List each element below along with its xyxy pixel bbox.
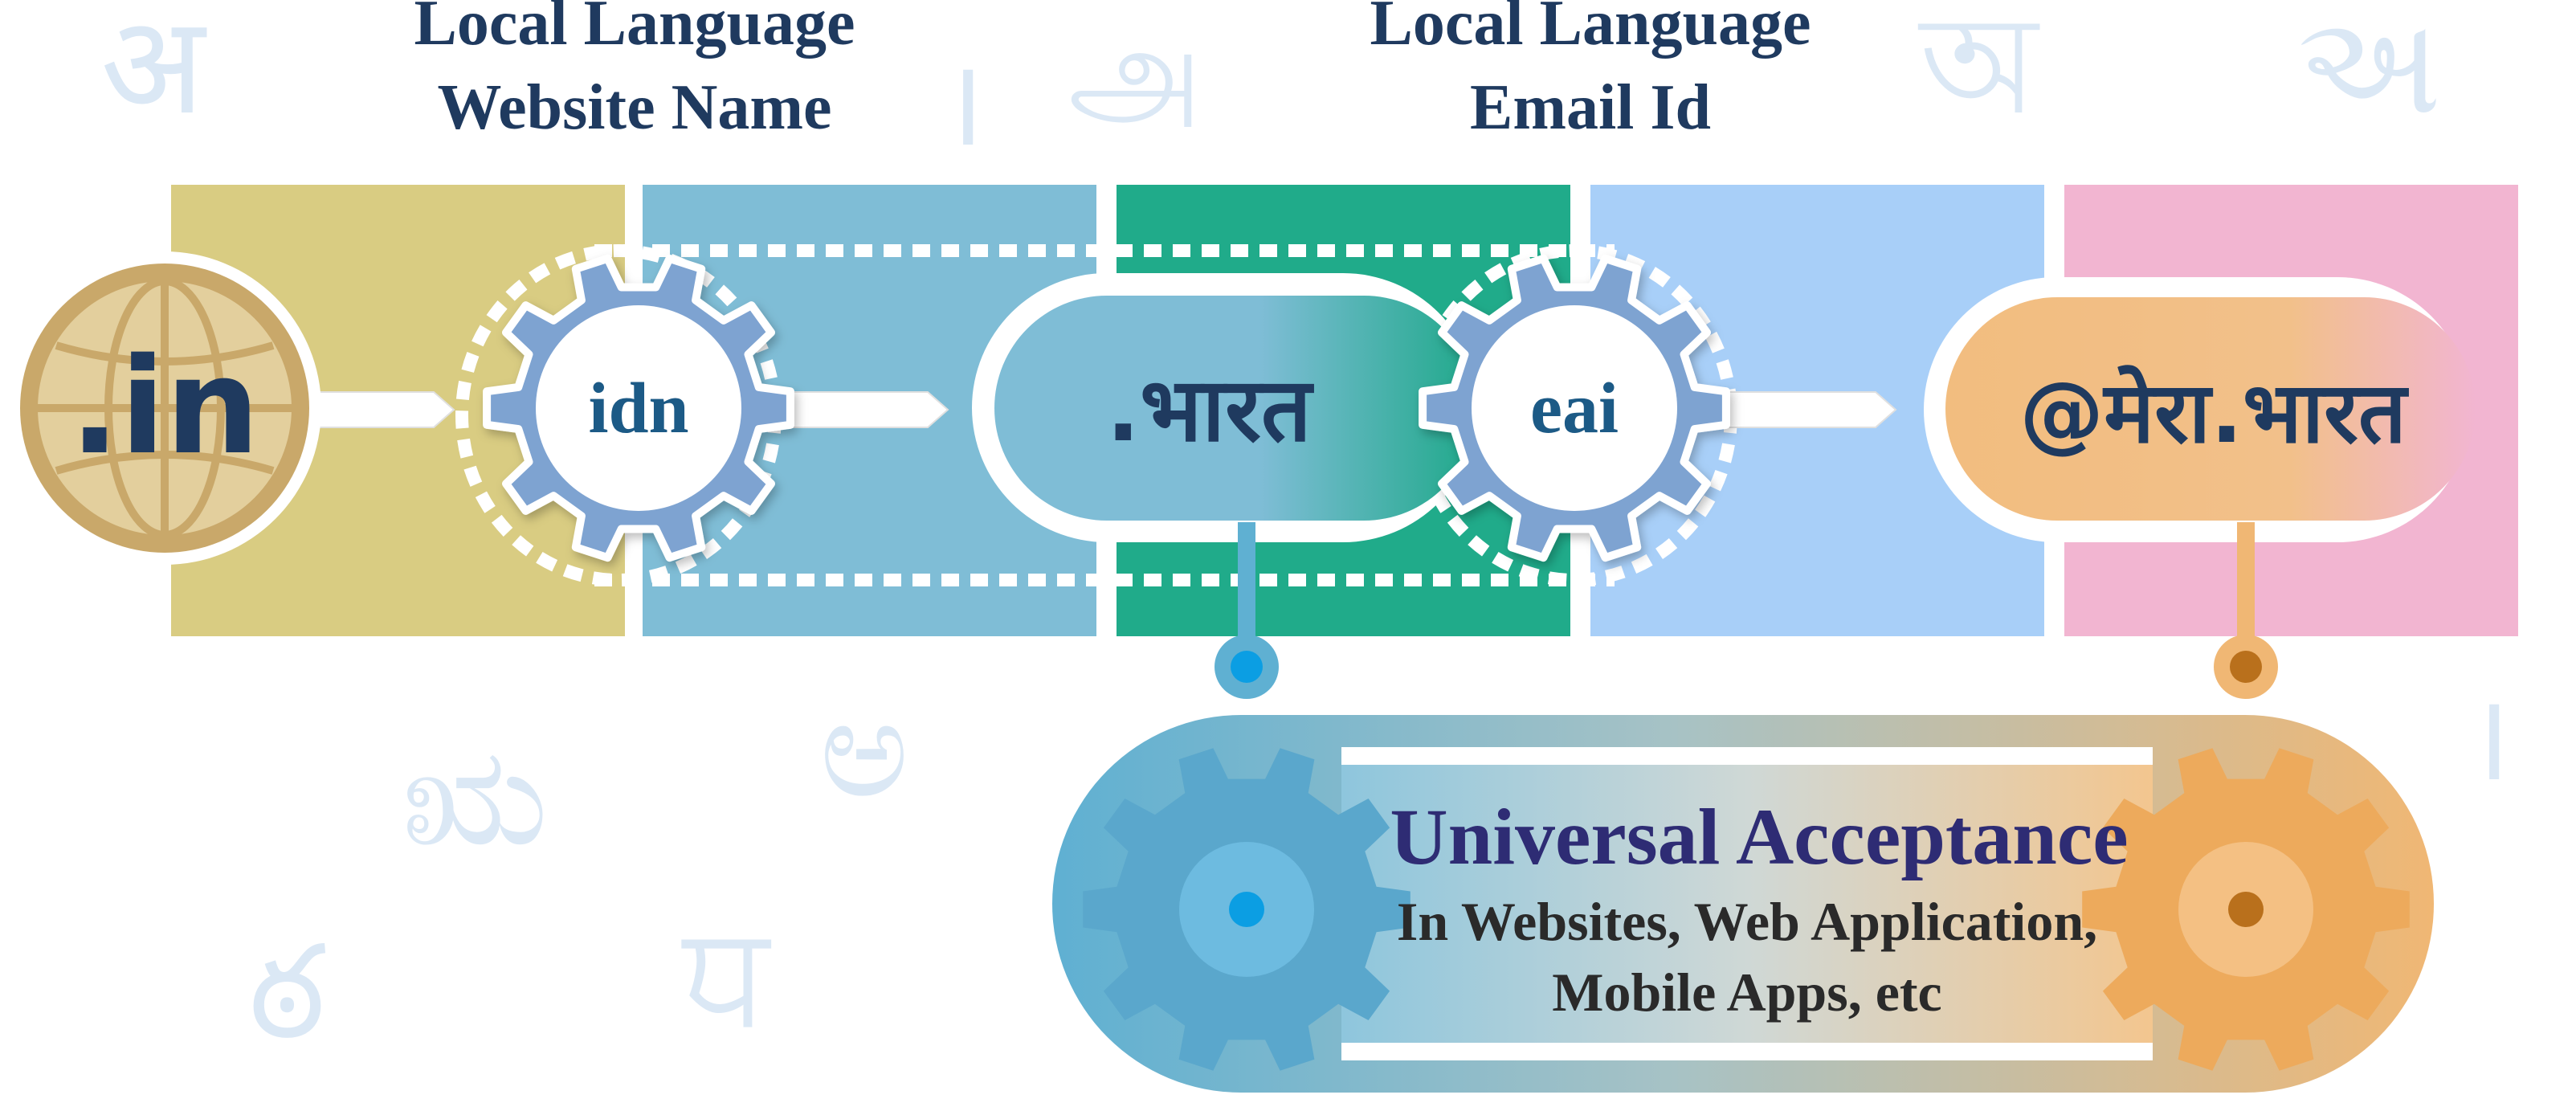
eai-gear: eai [1419, 254, 1730, 562]
gear-icon [2082, 748, 2410, 1071]
bg-glyph: અ [2297, 0, 2441, 145]
heading-website-line1: Local Language [414, 0, 855, 59]
idn-gear-label: idn [588, 369, 688, 448]
bg-glyph: ಅ [819, 669, 909, 828]
ua-line1: In Websites, Web Application, [1397, 891, 2097, 952]
bg-glyph: ಋ [402, 717, 547, 876]
connector-stems [1215, 522, 2278, 699]
eai-gear-label: eai [1530, 369, 1619, 448]
bg-glyph: । [940, 34, 986, 174]
email-address-label: @मेरा.भारत [2019, 364, 2409, 462]
arrow-icon [782, 391, 949, 428]
arrow-icon [316, 391, 455, 428]
in-globe-node: .in [8, 251, 321, 565]
bg-glyph: । [2466, 668, 2512, 808]
bg-glyph: अ [100, 0, 207, 145]
ua-title: Universal Acceptance [1390, 792, 2128, 881]
gear-icon [1083, 748, 1410, 1071]
ua-belt: Universal Acceptance In Websites, Web Ap… [1052, 715, 2434, 1093]
heading-website-name: Local Language Website Name [414, 0, 855, 143]
globe-icon [20, 263, 309, 553]
arrow-icon [1726, 391, 1897, 428]
background-glyphs: अ । அ অ અ ಋ ಅ ఠ ਧ । [100, 0, 2512, 1067]
bg-glyph: ఠ [249, 917, 326, 1067]
email-address-node: @मेरा.भारत [1924, 277, 2476, 542]
heading-email-line1: Local Language [1370, 0, 1811, 59]
connector-arrows [316, 391, 1897, 428]
bg-glyph: ਧ [681, 894, 772, 1053]
bg-glyph: அ [1068, 2, 1202, 141]
bharat-domain-node: .भारत [972, 273, 1478, 542]
gear-icon [1419, 254, 1730, 562]
heading-website-line2: Website Name [437, 72, 831, 143]
in-domain-label: .in [70, 329, 260, 484]
heading-email-line2: Email Id [1470, 72, 1711, 143]
bg-glyph: অ [1917, 0, 2040, 145]
idn-gear: idn [483, 254, 794, 562]
bharat-domain-label: .भारत [1106, 358, 1314, 461]
heading-email-id: Local Language Email Id [1370, 0, 1811, 143]
ua-line2: Mobile Apps, etc [1552, 962, 1941, 1023]
gear-icon [483, 254, 794, 562]
